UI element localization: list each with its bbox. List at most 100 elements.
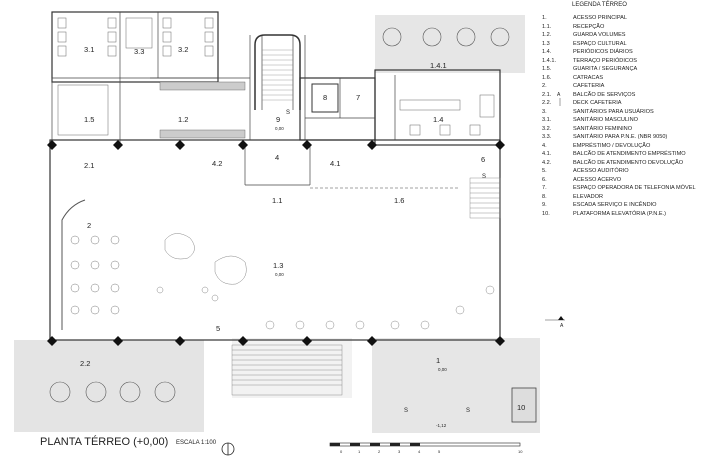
periodicals-furniture [399, 94, 495, 136]
scale-bar-ticks: 0 1 2 3 4 5 10 [340, 449, 523, 454]
legend-item-number: 2.1. [542, 91, 552, 98]
legend-item-number: 3.1. [542, 117, 552, 123]
room-label-7: 7 [356, 93, 360, 102]
legend-item-number: 1.4. [542, 49, 552, 55]
legend-item-number: 1.3 [542, 40, 550, 47]
level-mark-ramp: -1,12 [436, 423, 447, 428]
room-label-6: 6 [481, 155, 485, 164]
stair-6 [469, 177, 501, 219]
north-arrow [221, 442, 235, 456]
room-label-2: 2 [87, 221, 91, 230]
legend-item-text: PERIÓDICOS DIÁRIOS [573, 49, 633, 55]
guard-booth [57, 84, 109, 136]
auditorium-stair-area [232, 338, 352, 398]
level-mark-9: 0,00 [275, 126, 284, 131]
room-labels: 3.1 3.3 3.2 1.4.1 1.5 1.2 8 7 9 1.4 2.1 … [80, 45, 525, 412]
legend-item-text: ESPAÇO OPERADORA DE TELEFONIA MÓVEL [573, 185, 696, 191]
interior-walls [51, 12, 396, 186]
legend-item-number: 5. [542, 168, 547, 174]
scale-tick-3: 3 [398, 449, 401, 454]
legend-item-text: ACESSO AUDITÓRIO [573, 168, 629, 174]
legend-item-text: ACESSO ACERVO [573, 176, 622, 183]
room-label-1-5: 1.5 [84, 115, 94, 124]
room-label-3-2: 3.2 [178, 45, 188, 54]
legend-item-text: GUARDA VOLUMES [573, 32, 626, 38]
legend-item-number: 4. [542, 142, 547, 149]
room-label-1-4-1: 1.4.1 [430, 61, 447, 70]
lockers [159, 81, 246, 139]
legend-item-number: 1.1. [542, 23, 552, 30]
scale-bar: 0 1 2 3 4 5 10 [329, 442, 523, 454]
scale-tick-2: 2 [378, 449, 381, 454]
deck-tables [49, 381, 176, 403]
legend-item-text: ESCADA SERVIÇO E INCÊNDIO [573, 202, 657, 208]
cultural-space-seating [156, 233, 495, 330]
legend-item-text: SANITÁRIO PARA P.N.E. (NBR 9050) [573, 134, 668, 140]
stair-9-enclosure [254, 34, 301, 110]
legend-item-number: 8. [542, 193, 547, 200]
stair-mark-6: S [482, 174, 486, 180]
legend-item-text: ESPAÇO CULTURAL [573, 40, 627, 47]
level-mark-1: 0,00 [438, 367, 447, 372]
scale-tick-0: 0 [340, 449, 343, 454]
stair-mark-front-1: S [404, 408, 408, 414]
legend-item-number: 3. [542, 108, 547, 115]
room-label-1: 1 [436, 356, 440, 365]
columns [47, 140, 505, 346]
toilet-fixtures [57, 17, 214, 57]
legend-item-text: BALCÃO DE ATENDIMENTO DEVOLUÇÃO [573, 159, 684, 166]
terrace-area [375, 15, 525, 73]
legend-item-text: BALCÃO DE ATENDIMENTO EMPRÉSTIMO [573, 151, 686, 157]
scale-tick-5: 5 [438, 449, 441, 454]
legend-item-number: 10. [542, 210, 550, 217]
room-label-1-2: 1.2 [178, 115, 188, 124]
room-label-1-4: 1.4 [433, 115, 443, 124]
platform-10 [511, 387, 537, 423]
plan-scale: ESCALA 1:100 [176, 440, 217, 446]
legend-item-text: EMPRÉSTIMO / DEVOLUÇÃO [573, 142, 651, 149]
room-label-2-1: 2.1 [84, 161, 94, 170]
legend-item-number: 1.2. [542, 32, 552, 38]
legend-item-number: 2. [542, 83, 547, 89]
room-label-4: 4 [275, 153, 279, 162]
deck-area [14, 340, 204, 432]
room-label-5: 5 [216, 324, 220, 333]
legend-item-text: PLATAFORMA ELEVATÓRIA (P.N.E.) [573, 210, 667, 217]
stair-marks: S S S S [286, 110, 486, 414]
level-marks: 0,00 0,00 0,00 -1,12 [275, 126, 447, 428]
legend-item-number: 7. [542, 185, 547, 191]
terrace-tables [382, 27, 510, 47]
legend-title: LEGENDA TÉRREO [572, 2, 627, 8]
room-label-10: 10 [517, 403, 525, 412]
room-label-1-3: 1.3 [273, 261, 283, 270]
room-label-4-2: 4.2 [212, 159, 222, 168]
legend-item-text: SANITÁRIOS PARA USUÁRIOS [573, 108, 654, 115]
legend-item-text: DECK CAFETERIA [573, 100, 622, 106]
scale-tick-4: 4 [418, 449, 421, 454]
legend-item-text: ELEVADOR [573, 193, 604, 200]
legend-item-text: BALCÃO DE SERVIÇOS [573, 91, 636, 98]
legend-item-text: ACESSO PRINCIPAL [573, 15, 627, 21]
cafeteria-tables [70, 235, 120, 315]
legend-item-text: RECEPÇÃO [573, 23, 605, 30]
section-markers: A A [545, 92, 565, 329]
auditorium-stairs [231, 344, 343, 396]
room-label-1-6: 1.6 [394, 196, 404, 205]
legend-item-number: 1.4.1. [542, 57, 556, 64]
room-label-1-1: 1.1 [272, 196, 282, 205]
legend-item-text: CAFETERIA [573, 83, 605, 89]
legend-item-number: 3.2. [542, 125, 552, 132]
room-label-8: 8 [323, 93, 327, 102]
cafeteria-counter [61, 199, 86, 330]
section-mark-a-top: A [557, 92, 561, 98]
elevator-box [311, 83, 339, 113]
legend-item-text: SANITÁRIO MASCULINO [573, 117, 638, 123]
section-mark-a-bottom: A [560, 323, 564, 329]
plan-title: PLANTA TÉRREO (+0,00) [40, 436, 169, 448]
room-label-2-2: 2.2 [80, 359, 90, 368]
scale-tick-1: 1 [358, 449, 361, 454]
legend-item-number: 1.6. [542, 74, 552, 81]
scale-tick-10: 10 [518, 449, 523, 454]
legend-item-number: 1. [542, 15, 547, 21]
